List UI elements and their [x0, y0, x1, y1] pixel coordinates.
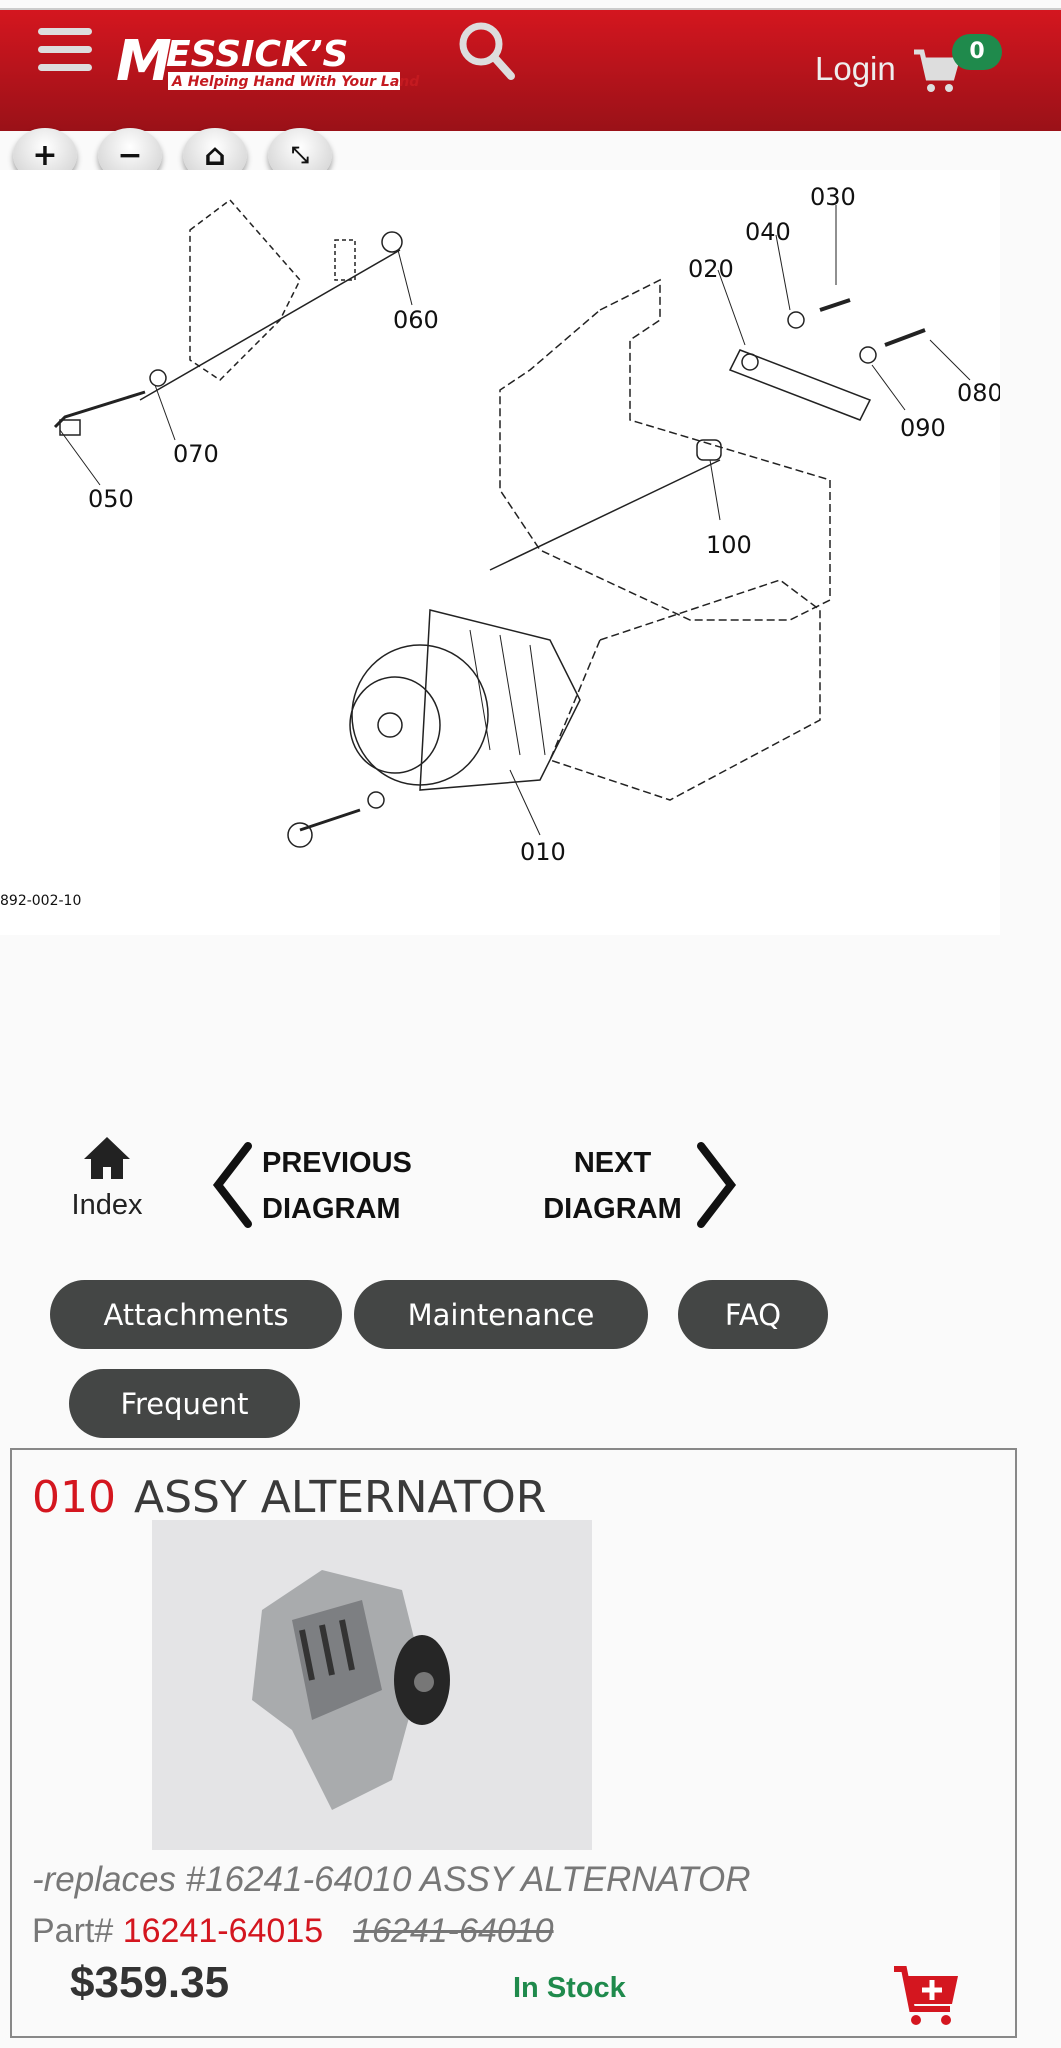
- old-part-number: 16241-64010: [353, 1912, 554, 1950]
- maintenance-button[interactable]: Maintenance: [354, 1280, 648, 1349]
- home-icon: [84, 1137, 130, 1179]
- next-label-2: DIAGRAM: [543, 1193, 682, 1225]
- diagram-navigation: Index PREVIOUS DIAGRAM NEXT DIAGRAM: [0, 1135, 1061, 1235]
- part-number-line: Part# 16241-64015 16241-64010: [32, 1912, 554, 1951]
- site-header: M ESSICK’S A Helping Hand With Your Land…: [0, 8, 1061, 131]
- part-ref-number: 010: [32, 1472, 116, 1523]
- menu-icon[interactable]: [38, 28, 92, 72]
- previous-label-1: PREVIOUS: [262, 1147, 412, 1179]
- part-image[interactable]: [152, 1520, 592, 1850]
- callout-070[interactable]: 070: [173, 440, 219, 468]
- callout-090[interactable]: 090: [900, 414, 946, 442]
- replaces-note: -replaces #16241-64010 ASSY ALTERNATOR: [32, 1860, 751, 1899]
- callout-010[interactable]: 010: [520, 838, 566, 866]
- index-label: Index: [71, 1189, 143, 1221]
- previous-diagram-link[interactable]: PREVIOUS DIAGRAM: [210, 1140, 412, 1244]
- frequent-button[interactable]: Frequent: [69, 1369, 300, 1438]
- callout-060[interactable]: 060: [393, 306, 439, 334]
- next-label-1: NEXT: [573, 1147, 652, 1179]
- callout-020[interactable]: 020: [688, 255, 734, 283]
- attachments-button[interactable]: Attachments: [50, 1280, 342, 1349]
- callout-100[interactable]: 100: [706, 531, 752, 559]
- chevron-right-icon: [697, 1142, 737, 1228]
- add-to-cart-icon[interactable]: [892, 1964, 962, 2028]
- diagram-code: 892-002-10: [0, 893, 81, 909]
- stock-status: In Stock: [513, 1972, 626, 2004]
- part-card: 010 ASSY ALTERNATOR -replaces #16241-6401…: [10, 1448, 1017, 2038]
- messicks-logo[interactable]: M ESSICK’S A Helping Hand With Your Land: [116, 28, 426, 98]
- cart-count-badge: 0: [952, 34, 1002, 70]
- callout-050[interactable]: 050: [88, 485, 134, 513]
- svg-text:ESSICK’S: ESSICK’S: [166, 34, 348, 75]
- callout-030[interactable]: 030: [810, 183, 856, 211]
- cart-icon[interactable]: [912, 46, 962, 96]
- parts-diagram[interactable]: 030 040 020 060 070 050 080 090 100 010 …: [0, 170, 1000, 935]
- part-name: ASSY ALTERNATOR: [133, 1472, 547, 1523]
- svg-text:M: M: [116, 29, 172, 94]
- part-label: Part#: [32, 1912, 114, 1950]
- svg-text:A Helping Hand With Your Land: A Helping Hand With Your Land: [171, 74, 420, 90]
- callout-080[interactable]: 080: [957, 379, 1000, 407]
- faq-button[interactable]: FAQ: [678, 1280, 828, 1349]
- index-link[interactable]: Index: [60, 1135, 154, 1222]
- previous-label-2: DIAGRAM: [262, 1193, 401, 1225]
- part-number[interactable]: 16241-64015: [122, 1912, 324, 1950]
- chevron-left-icon: [212, 1142, 252, 1228]
- callout-040[interactable]: 040: [745, 218, 791, 246]
- part-price: $359.35: [70, 1958, 230, 2007]
- login-link[interactable]: Login: [815, 50, 896, 87]
- search-icon[interactable]: [455, 18, 520, 83]
- part-title[interactable]: 010 ASSY ALTERNATOR: [32, 1472, 546, 1523]
